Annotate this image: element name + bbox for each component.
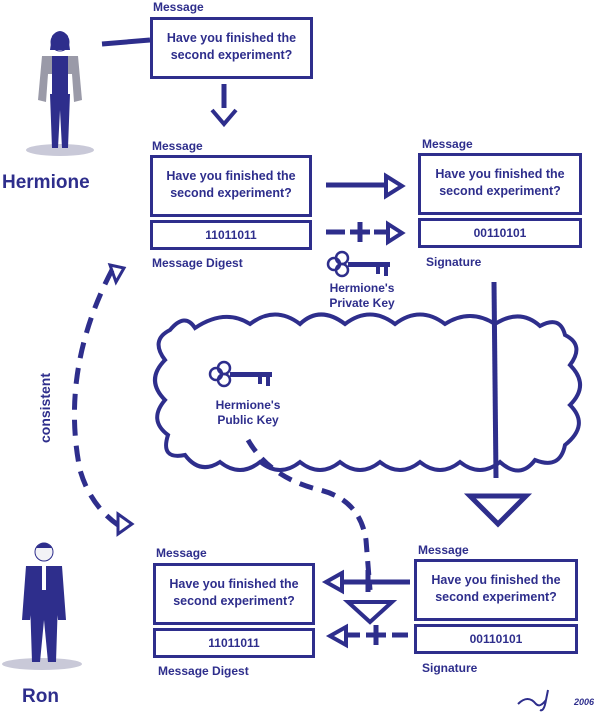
- artist-signature-year: 2006: [574, 697, 595, 707]
- receiver-digest-message-box: Have you finished the second experiment?: [153, 563, 315, 625]
- sender-digest-message-label: Message: [152, 139, 203, 153]
- top-message-label: Message: [153, 0, 204, 14]
- sender-signature-box: 00110101: [418, 218, 582, 248]
- sender-signature-message-box: Have you finished the second experiment?: [418, 153, 582, 215]
- receiver-signature-value: 00110101: [469, 632, 523, 646]
- hermione-figure: [26, 31, 94, 156]
- receiver-digest-line1: Have you finished the: [169, 577, 299, 591]
- top-message-box: Have you finished the second experiment?: [150, 17, 313, 79]
- receiver-signature-message-box: Have you finished the second experiment?: [414, 559, 578, 621]
- top-message-line1: Have you finished the: [166, 31, 297, 45]
- receiver-signature-box: 00110101: [414, 624, 578, 654]
- hermione-name: Hermione: [2, 172, 90, 193]
- sender-signature-value: 00110101: [473, 226, 527, 240]
- sender-signature-line1: Have you finished the: [435, 167, 565, 181]
- cloud-shape: [153, 312, 582, 473]
- sender-digest-message-box: Have you finished the second experiment?: [150, 155, 312, 217]
- consistent-label: consistent: [37, 373, 53, 444]
- receiver-signature-line1: Have you finished the: [431, 573, 561, 587]
- top-message-line2: second experiment?: [170, 48, 293, 62]
- private-key-label: Hermione's Private Key: [322, 281, 402, 311]
- sender-digest-label: Message Digest: [152, 256, 243, 270]
- receiver-digest-label: Message Digest: [158, 664, 249, 678]
- ron-figure: [2, 542, 82, 670]
- receiver-digest-value: 11011011: [208, 636, 260, 650]
- sender-digest-value: 11011011: [205, 228, 257, 242]
- private-key-label-line1: Hermione's: [329, 281, 395, 295]
- private-key-icon: [326, 250, 392, 278]
- public-key-label-line2: Public Key: [217, 413, 279, 427]
- receiver-digest-line2: second experiment?: [173, 594, 295, 608]
- sender-signature-label: Signature: [426, 255, 482, 269]
- private-key-label-line2: Private Key: [329, 296, 395, 310]
- sender-signature-message-label: Message: [422, 137, 473, 151]
- receiver-digest-box: 11011011: [153, 628, 315, 658]
- public-key-label-line1: Hermione's: [215, 398, 281, 412]
- receiver-signature-label: Signature: [422, 661, 478, 675]
- sender-digest-line1: Have you finished the: [166, 169, 296, 183]
- receiver-digest-message-label: Message: [156, 546, 207, 560]
- sender-signature-line2: second experiment?: [439, 184, 561, 198]
- sender-digest-line2: second experiment?: [170, 186, 292, 200]
- receiver-signature-line2: second experiment?: [435, 590, 557, 604]
- public-key-label: Hermione's Public Key: [206, 398, 290, 428]
- receiver-signature-message-label: Message: [418, 543, 469, 557]
- sender-digest-box: 11011011: [150, 220, 312, 250]
- ron-name: Ron: [22, 686, 59, 707]
